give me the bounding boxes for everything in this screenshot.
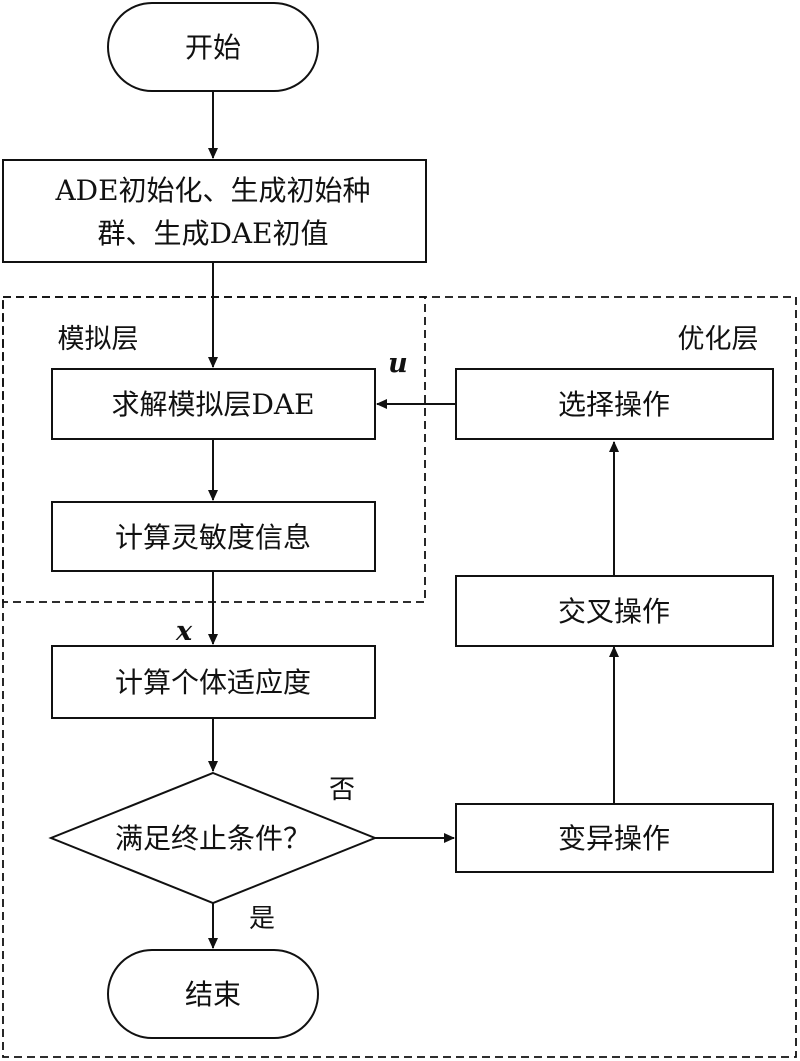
optimization-layer-label: 优化层 bbox=[678, 324, 759, 355]
fitness-node-label: 计算个体适应度 bbox=[115, 666, 311, 699]
edge-label-x: x bbox=[175, 616, 193, 647]
init-node: ADE初始化、生成初始种 群、生成DAE初值 bbox=[2, 159, 427, 263]
fitness-node-shape bbox=[51, 645, 376, 719]
select-node-label: 选择操作 bbox=[558, 388, 670, 421]
termination-node: 满足终止条件？ bbox=[48, 771, 378, 905]
solve-dae-node-label: 求解模拟层DAE bbox=[111, 388, 314, 421]
simulation-layer-label: 模拟层 bbox=[58, 324, 139, 355]
end-node: 结束 bbox=[107, 949, 319, 1039]
solve-dae-node-shape bbox=[51, 368, 376, 440]
end-node-shape bbox=[107, 949, 319, 1039]
init-node-label-line2: 群、生成DAE初值 bbox=[97, 217, 328, 250]
mutation-node-label: 变异操作 bbox=[558, 822, 670, 855]
fitness-node: 计算个体适应度 bbox=[51, 645, 376, 719]
edge-label-u: u bbox=[388, 348, 408, 379]
start-node-label: 开始 bbox=[185, 31, 241, 64]
termination-node-shape bbox=[48, 771, 378, 905]
end-node-label: 结束 bbox=[185, 978, 241, 1011]
select-node: 选择操作 bbox=[455, 368, 774, 440]
solve-dae-node: 求解模拟层DAE bbox=[51, 368, 376, 440]
termination-node-label: 满足终止条件？ bbox=[115, 822, 311, 855]
crossover-node-label: 交叉操作 bbox=[558, 595, 670, 628]
sensitivity-node-shape bbox=[51, 501, 376, 572]
mutation-node: 变异操作 bbox=[455, 803, 774, 873]
sensitivity-node: 计算灵敏度信息 bbox=[51, 501, 376, 572]
mutation-node-shape bbox=[455, 803, 774, 873]
edge-label-yes: 是 bbox=[249, 904, 275, 934]
init-node-label-line1: ADE初始化、生成初始种 bbox=[54, 174, 370, 207]
crossover-node-shape bbox=[455, 575, 774, 647]
start-node-shape bbox=[107, 2, 319, 92]
start-node: 开始 bbox=[107, 2, 319, 92]
sensitivity-node-label: 计算灵敏度信息 bbox=[115, 521, 311, 554]
select-node-shape bbox=[455, 368, 774, 440]
edge-label-no: 否 bbox=[329, 775, 355, 805]
init-node-shape bbox=[2, 159, 427, 263]
crossover-node: 交叉操作 bbox=[455, 575, 774, 647]
